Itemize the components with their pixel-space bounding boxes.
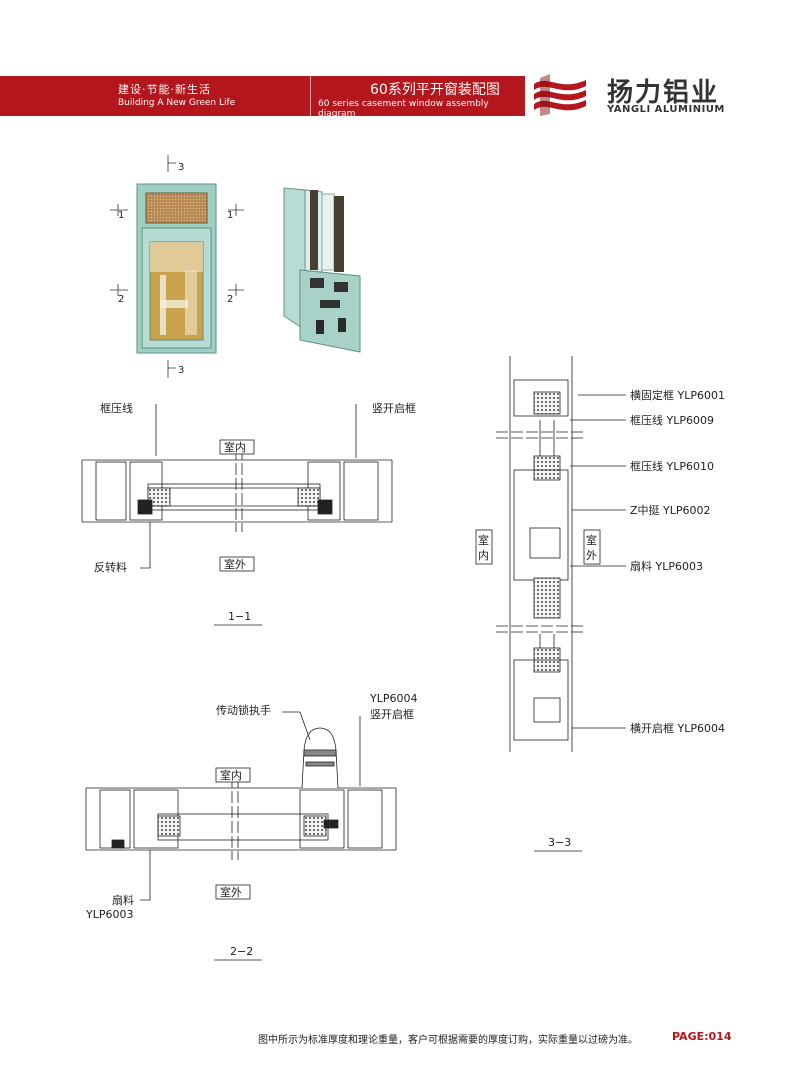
label-z-mullion: Z中挺 YLP6002 [630, 503, 711, 517]
caption-1-1: 1−1 [228, 610, 251, 623]
page-subtitle: 60 series casement window assembly diagr… [318, 99, 489, 119]
brand-logo-icon [534, 74, 586, 116]
label-indoor-3b: 内 [478, 548, 489, 562]
section-1-labels: 框压线 竖开启框 室内 室外 反转料 1−1 [94, 401, 416, 623]
label-sash-code: YLP6003 [85, 908, 133, 921]
label-fixed-frame: 横固定框 YLP6001 [630, 388, 725, 402]
footer-note: 图中所示为标准厚度和理论重量，客户可根据需要的厚度订购，实际重量以过磅为准。 [258, 1035, 638, 1046]
label-outdoor-3a: 室 [586, 533, 597, 547]
label-bead-6010: 框压线 YLP6010 [630, 459, 714, 473]
slogan-cn: 建设·节能·新生活 [118, 83, 211, 96]
label-sash-6003: 扇料 YLP6003 [630, 559, 703, 573]
header-banner: 建设·节能·新生活 Building A New Green Life 60系列… [0, 76, 525, 119]
mark-2-left: 2 [118, 294, 124, 305]
label-frame-bead: 框压线 [100, 401, 133, 415]
brand-name-en: YANGLI ALUMINIUM [607, 104, 725, 115]
label-sash: 扇料 [112, 893, 134, 907]
profile-3d-view [283, 187, 361, 353]
section-3-drawing [496, 356, 626, 752]
label-code-6004: YLP6004 [369, 692, 417, 705]
section-marks [110, 155, 244, 378]
label-indoor-2: 室内 [220, 768, 242, 782]
mark-2-right: 2 [227, 294, 233, 305]
mark-1-right: 1 [227, 210, 233, 221]
label-vertical-frame: 竖开启框 [372, 402, 416, 415]
label-lock-handle: 传动锁执手 [216, 703, 271, 717]
mark-3-bottom: 3 [178, 365, 184, 376]
caption-3-3: 3−3 [548, 836, 571, 849]
label-outdoor-1: 室外 [224, 557, 246, 571]
window-front-view [136, 183, 217, 354]
brand-name-cn: 扬力铝业 [607, 78, 720, 108]
header-divider [310, 76, 311, 116]
page-number: PAGE:014 [672, 1030, 732, 1043]
page-header: 建设·节能·新生活 Building A New Green Life 60系列… [0, 74, 800, 119]
mark-3-top: 3 [178, 162, 184, 173]
label-outdoor-3b: 外 [586, 549, 597, 562]
section-1-drawing [81, 404, 393, 569]
mark-1-left: 1 [118, 210, 124, 221]
page-title: 60系列平开窗装配图 [370, 82, 500, 98]
label-vertical-frame-2: 竖开启框 [370, 708, 414, 721]
label-indoor-1: 室内 [224, 440, 246, 454]
section-3-labels: 横固定框 YLP6001 框压线 YLP6009 框压线 YLP6010 Z中挺… [475, 388, 725, 849]
caption-2-2: 2−2 [230, 945, 253, 958]
label-outdoor-2: 室外 [220, 885, 242, 899]
section-2-labels: 传动锁执手 YLP6004 竖开启框 室内 室外 扇料 YLP6003 2−2 [85, 692, 417, 958]
section-mark-labels: 3 1 1 2 2 3 [118, 162, 233, 376]
slogan-en: Building A New Green Life [118, 98, 236, 108]
label-opening-frame: 横开启框 YLP6004 [630, 721, 725, 735]
label-indoor-3a: 室 [478, 533, 489, 547]
label-reverse-profile: 反转料 [94, 560, 127, 574]
section-2-drawing [85, 711, 397, 901]
label-bead-6009: 框压线 YLP6009 [630, 413, 714, 427]
